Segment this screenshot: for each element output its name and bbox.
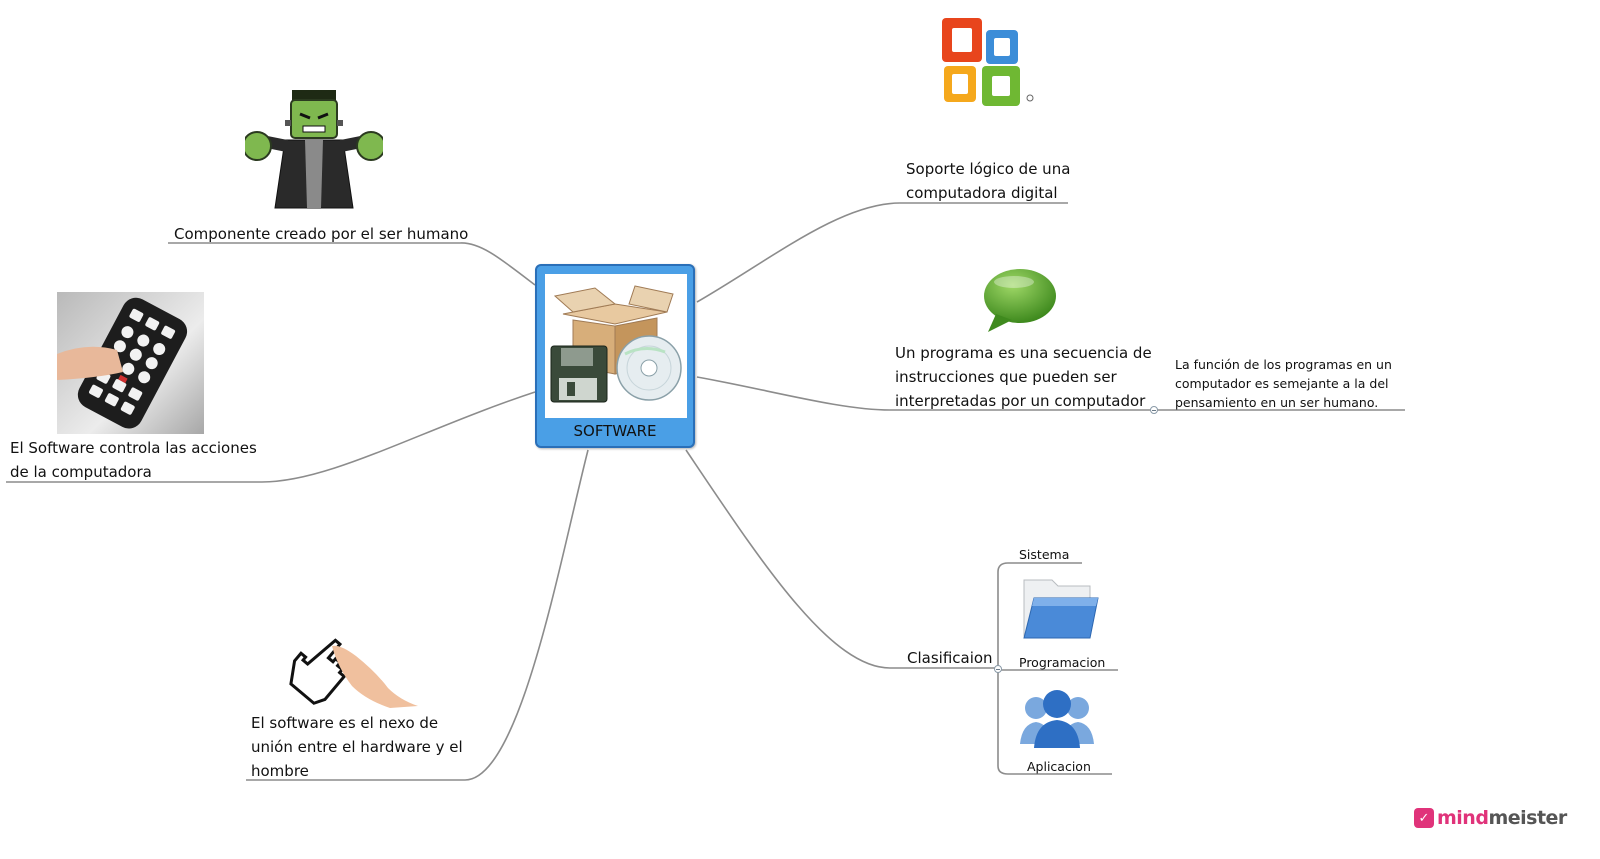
subtopic-mid-right-line-3[interactable]: pensamiento en un ser humano. [1175, 395, 1379, 410]
subtopic-programacion[interactable]: Programacion [1019, 655, 1106, 670]
topic-mid-left-line-2[interactable]: de la computadora [10, 463, 152, 481]
mindmeister-brand-icon: ✓ [1414, 808, 1434, 828]
mindmeister-wordmark: mindmeister [1437, 807, 1567, 829]
connector-bottom-left [246, 449, 589, 781]
connector-sistema [997, 562, 1082, 668]
central-topic-software[interactable]: SOFTWARE [535, 264, 695, 448]
connector-mid-right [696, 376, 1153, 411]
connector-bottom-right [685, 449, 996, 669]
frankenstein-icon [242, 88, 386, 216]
subtopic-mid-right-line-2[interactable]: computador es semejante a la del [1175, 376, 1389, 391]
remote-control-icon [57, 292, 204, 434]
speech-bubble-icon [982, 268, 1060, 334]
connector-mid-left [6, 391, 536, 483]
software-box-floppy-cd-icon [545, 274, 687, 418]
topic-top-left[interactable]: Componente creado por el ser humano [174, 225, 469, 243]
connector-top-left [168, 242, 536, 286]
subtopic-aplicacion[interactable]: Aplicacion [1027, 759, 1091, 774]
subtopic-sistema[interactable]: Sistema [1019, 547, 1070, 562]
folder-icon [1020, 576, 1102, 642]
users-icon [1016, 684, 1098, 750]
topic-bottom-right[interactable]: Clasificaion [907, 649, 993, 667]
collapse-toggle-bottom-right[interactable] [994, 665, 1002, 673]
central-topic-label: SOFTWARE [573, 422, 657, 440]
topic-mid-left-line-1[interactable]: El Software controla las acciones [10, 439, 257, 457]
topic-bottom-left-line-3[interactable]: hombre [251, 762, 309, 780]
pointer-hand-icon [280, 636, 420, 710]
topic-bottom-left-line-1[interactable]: El software es el nexo de [251, 714, 439, 732]
topic-mid-right-line-1[interactable]: Un programa es una secuencia de [895, 344, 1152, 362]
subtopic-mid-right-line-1[interactable]: La función de los programas en un [1175, 357, 1392, 372]
topic-mid-right-line-3[interactable]: interpretadas por un computador [895, 392, 1146, 410]
topic-top-right-line-2[interactable]: computadora digital [906, 184, 1058, 202]
topic-mid-right-line-2[interactable]: instrucciones que pueden ser [895, 368, 1117, 386]
topic-bottom-left-line-2[interactable]: unión entre el hardware y el [251, 738, 463, 756]
office-logo-icon [934, 10, 1038, 154]
collapse-toggle-mid-right[interactable] [1150, 406, 1158, 414]
connector-aplicacion [997, 670, 1112, 775]
connector-top-right [696, 202, 1068, 303]
topic-top-right-line-1[interactable]: Soporte lógico de una [906, 160, 1071, 178]
mindmeister-logo[interactable]: ✓ mindmeister [1414, 806, 1567, 830]
